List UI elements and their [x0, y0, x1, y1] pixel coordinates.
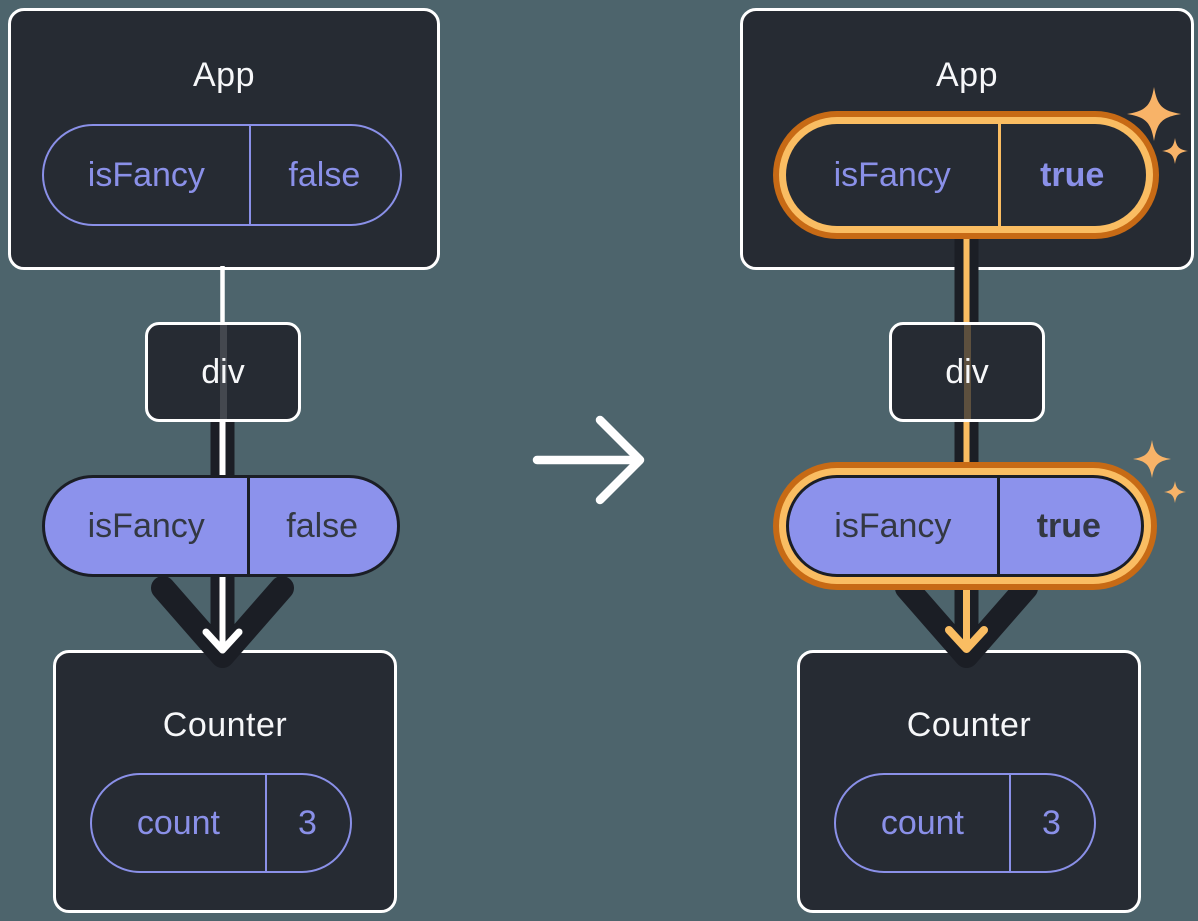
prop-line-through-div — [963, 325, 971, 419]
pill-divider — [264, 775, 267, 871]
sparkle-icon — [1164, 481, 1186, 503]
right-app-title: App — [936, 56, 998, 94]
left-count-state-pill: count 3 — [90, 773, 352, 873]
right-prop-pill-highlighted: isFancy true — [786, 475, 1144, 577]
pill-divider — [1008, 775, 1011, 871]
left-prop-arrowhead-dark — [151, 576, 294, 668]
transition-right-arrow-icon — [532, 415, 645, 505]
right-prop-arrowhead-dark — [895, 576, 1038, 668]
prop-value: true — [1036, 506, 1101, 545]
state-key: count — [880, 803, 965, 842]
pill-divider — [248, 126, 251, 224]
state-value: false — [288, 155, 361, 194]
state-value: true — [1040, 155, 1105, 194]
state-value: 3 — [1041, 803, 1061, 842]
div-label: div — [201, 352, 245, 391]
state-value: 3 — [297, 803, 317, 842]
right-tree-edges — [895, 230, 1038, 668]
sparkle-icon — [1133, 440, 1171, 478]
left-counter-title: Counter — [162, 706, 288, 744]
right-div-node: div — [889, 322, 1045, 422]
state-key: isFancy — [87, 155, 205, 194]
state-key: isFancy — [833, 155, 951, 194]
prop-key: isFancy — [834, 506, 952, 545]
state-key: count — [136, 803, 221, 842]
left-app-state-pill: isFancy false — [42, 124, 402, 226]
left-app-title: App — [193, 56, 255, 94]
prop-key: isFancy — [87, 506, 205, 545]
pill-divider — [996, 478, 1000, 574]
pill-divider — [998, 124, 1002, 226]
left-div-node: div — [145, 322, 301, 422]
left-prop-pill: isFancy false — [42, 475, 400, 577]
right-prop-arrowhead-orange — [945, 626, 988, 653]
pill-divider — [247, 478, 251, 574]
prop-line-through-div — [219, 325, 227, 419]
right-app-state-pill-highlighted: isFancy true — [786, 124, 1146, 226]
right-count-state-pill: count 3 — [834, 773, 1096, 873]
left-prop-arrowhead-white — [202, 628, 243, 654]
prop-value: false — [286, 506, 359, 545]
right-counter-title: Counter — [906, 706, 1032, 744]
div-label: div — [945, 352, 989, 391]
